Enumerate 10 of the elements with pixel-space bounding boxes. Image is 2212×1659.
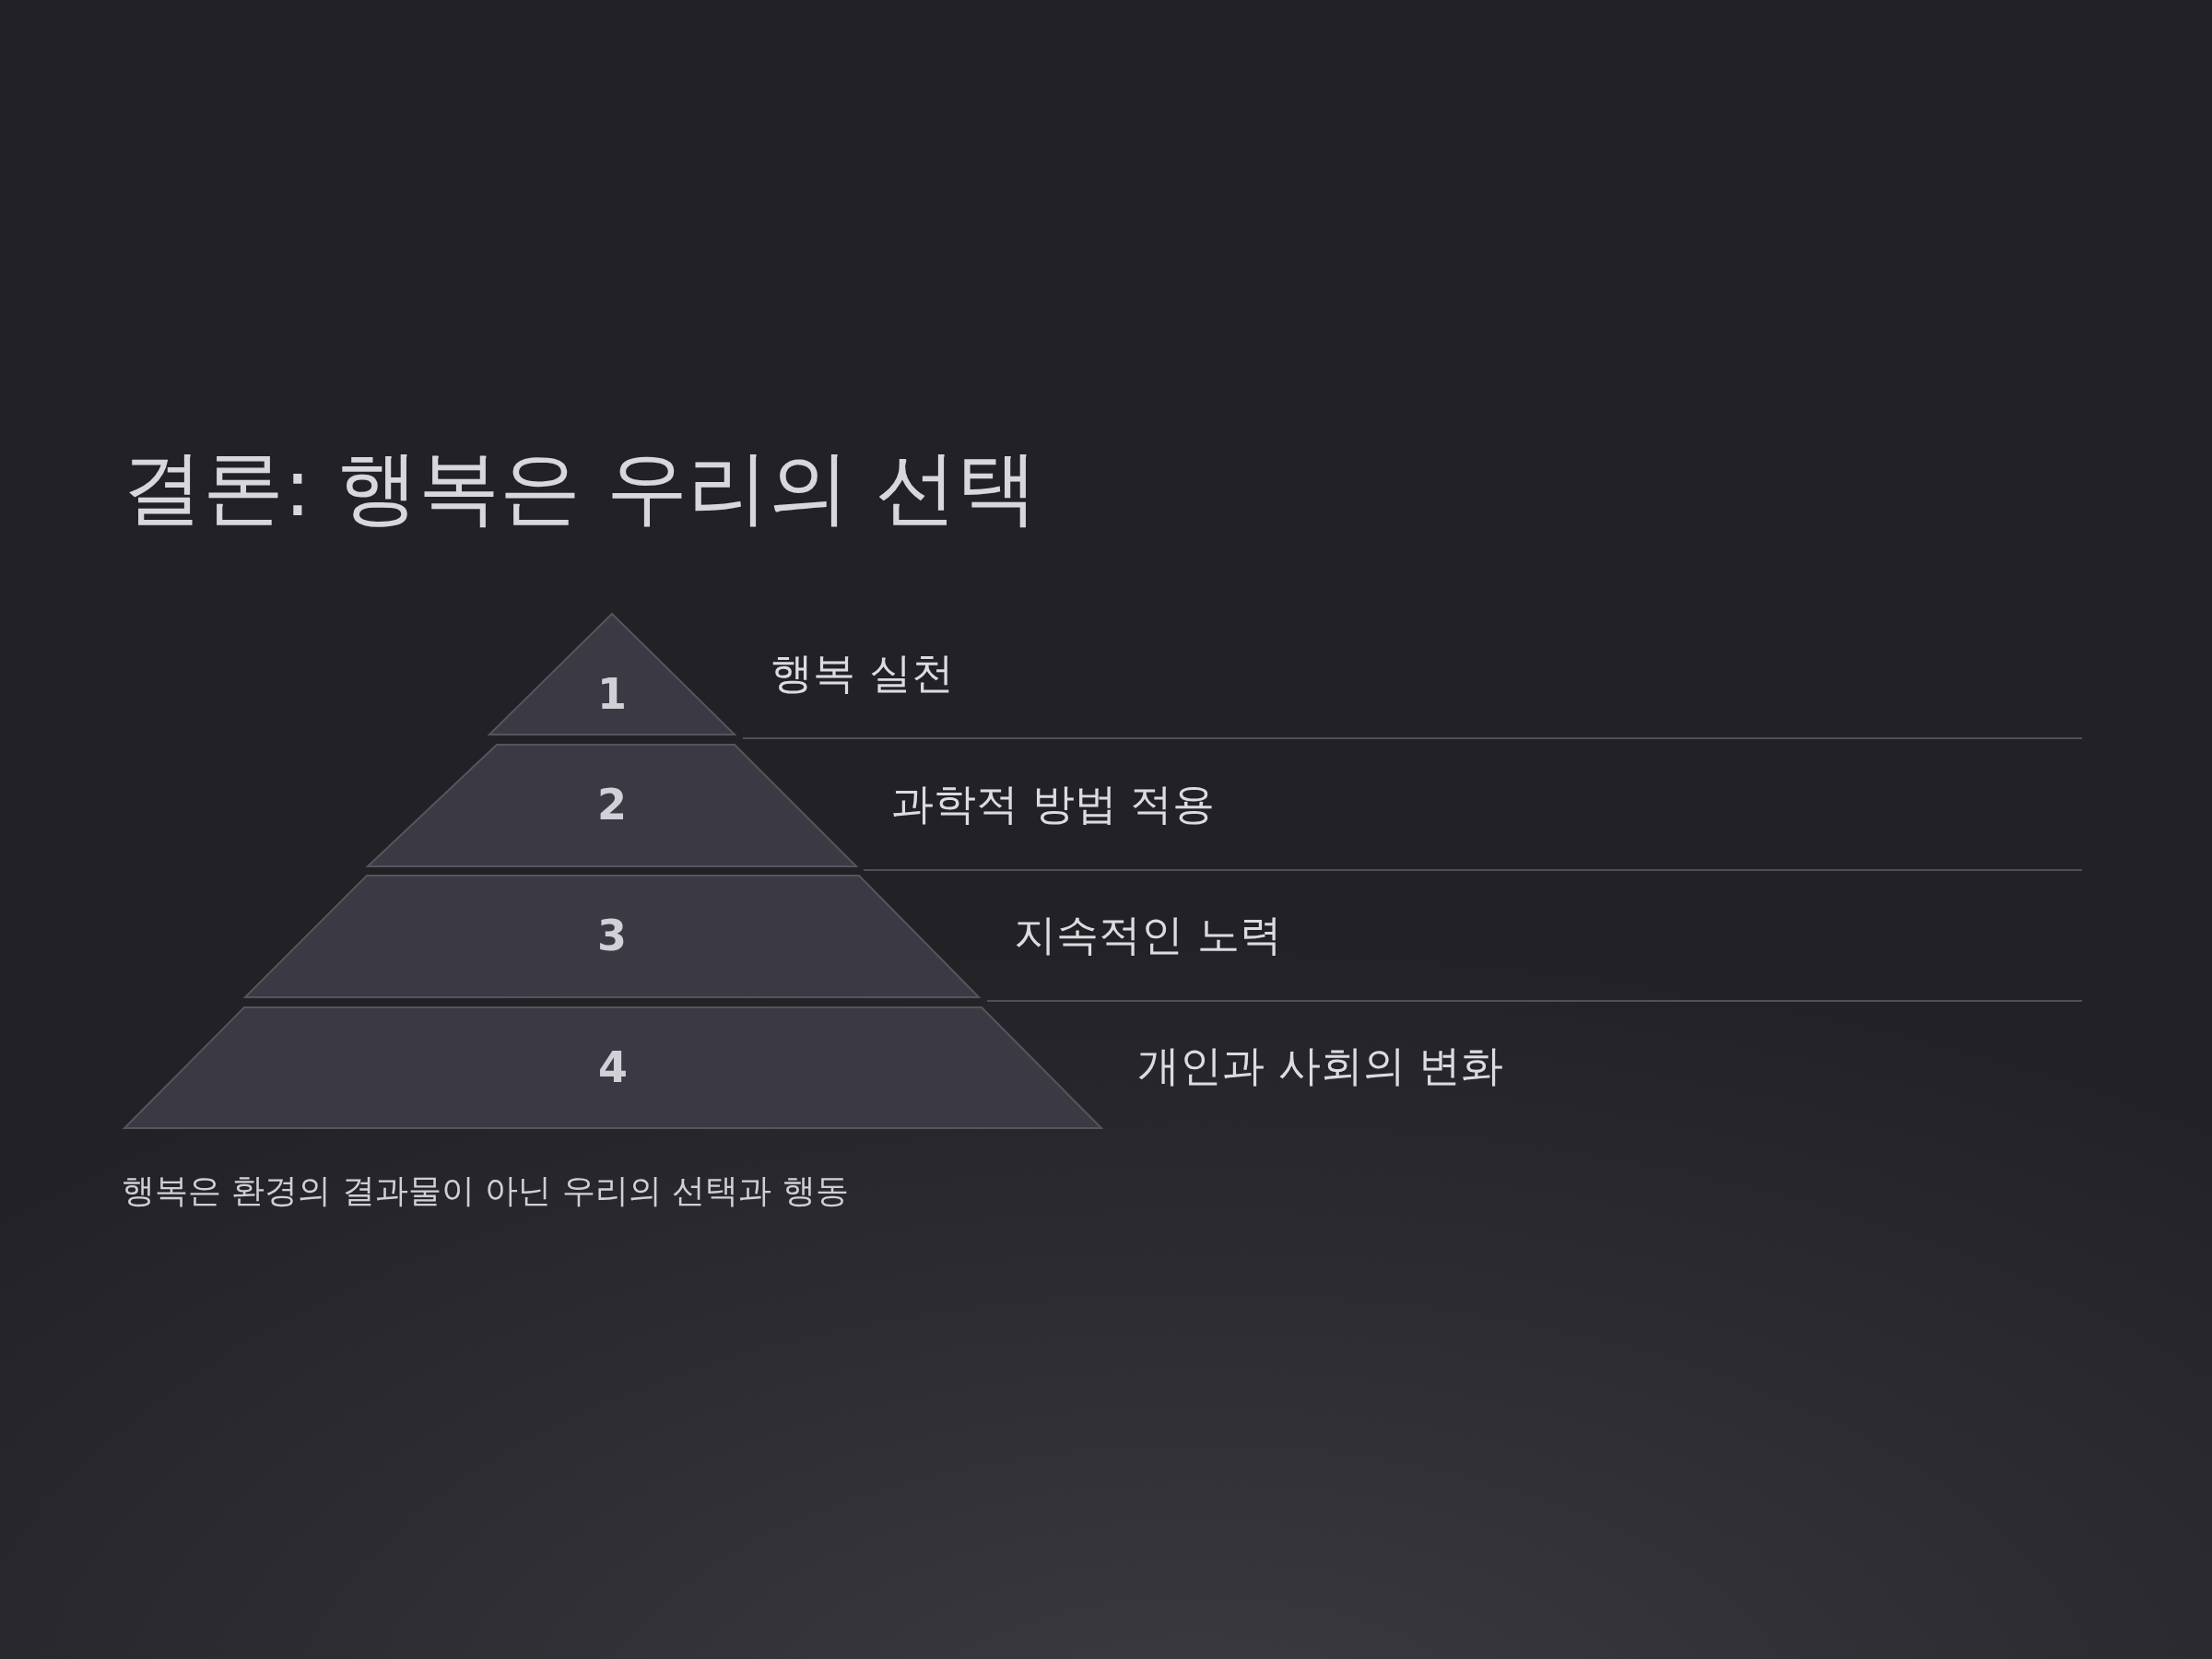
level-label: 지속적인 노력 bbox=[1014, 909, 1282, 961]
level-number: 4 bbox=[597, 1041, 629, 1092]
level-number: 2 bbox=[596, 780, 628, 830]
level-label: 행복 실천 bbox=[771, 647, 954, 700]
level-number: 1 bbox=[596, 668, 628, 719]
level-label: 과학적 방법 적용 bbox=[891, 778, 1216, 830]
slide-title: 결론: 행복은 우리의 선택 bbox=[122, 439, 1038, 536]
level-number: 3 bbox=[596, 911, 628, 960]
level-label: 개인과 사회의 변화 bbox=[1137, 1040, 1504, 1092]
caption: 행복은 환경의 결과물이 아닌 우리의 선택과 행동 bbox=[122, 1171, 849, 1211]
